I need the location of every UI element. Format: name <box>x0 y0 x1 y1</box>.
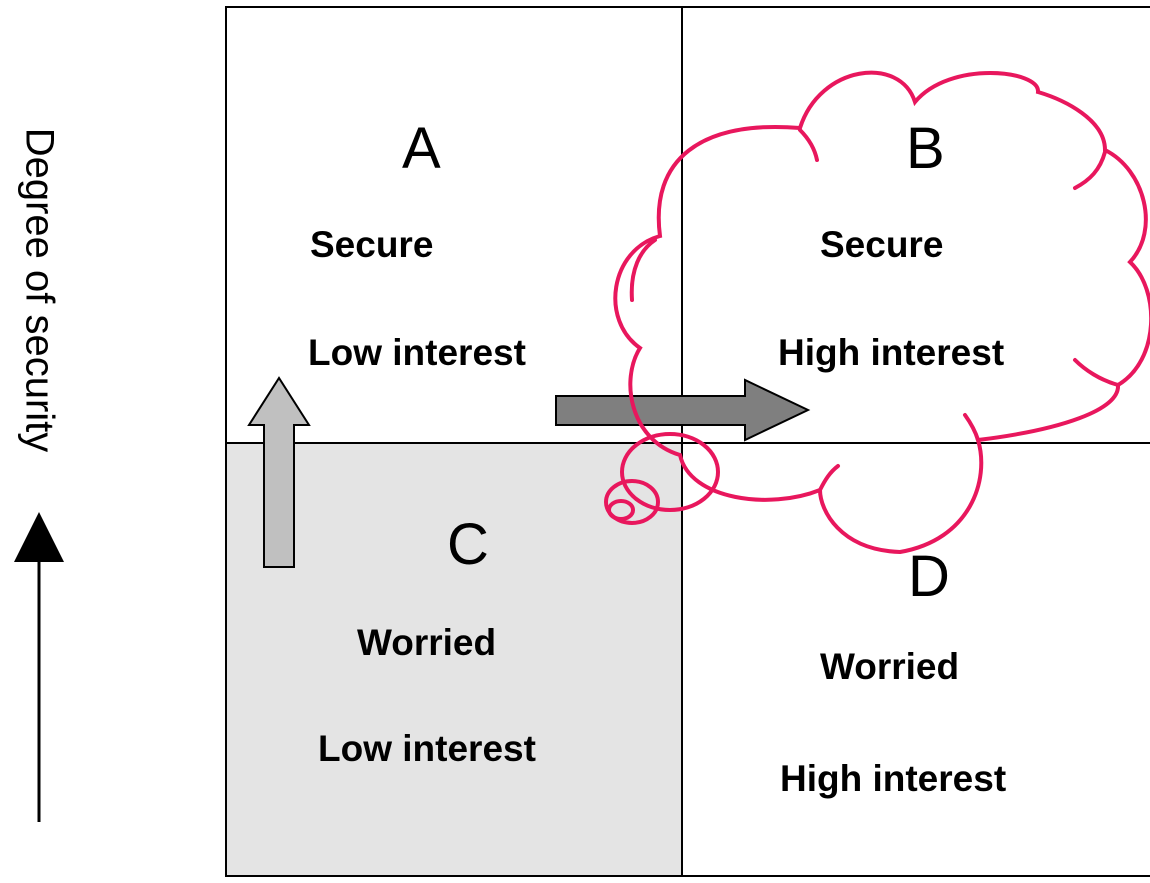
quadrant-c-interest: Low interest <box>318 728 536 769</box>
rightward-transition-arrow <box>555 378 811 442</box>
axis-arrow <box>14 512 64 822</box>
quadrant-c-shading <box>226 443 682 876</box>
quadrant-b-letter: B <box>906 116 945 181</box>
quadrant-b-security: Secure <box>820 224 944 265</box>
quadrant-a-interest: Low interest <box>308 332 526 373</box>
quadrant-d-security: Worried <box>820 646 960 687</box>
quadrant-c-security: Worried <box>357 622 497 663</box>
quadrant-a-letter: A <box>402 116 441 181</box>
quadrant-b-interest: High interest <box>778 332 1005 373</box>
quadrant-c-letter: C <box>447 512 489 577</box>
quadrant-d-interest: High interest <box>780 758 1007 799</box>
quadrant-d-letter: D <box>908 544 950 609</box>
grid-outer-border <box>225 6 1150 877</box>
thought-cloud <box>604 70 1150 555</box>
quadrant-a-security: Secure <box>310 224 434 265</box>
axis-label: Degree of security <box>17 127 62 453</box>
upward-transition-arrow <box>247 376 311 568</box>
